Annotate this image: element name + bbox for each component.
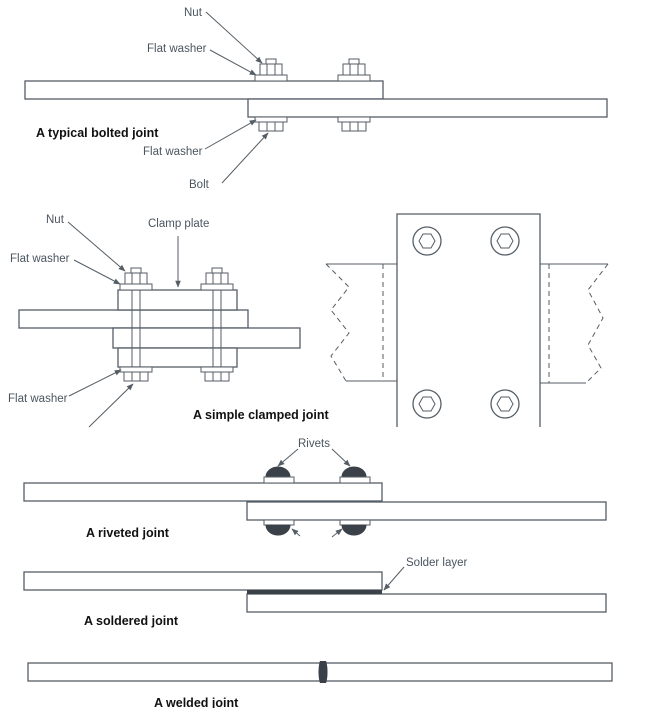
left-bar [18, 309, 249, 329]
solder-layer [247, 590, 382, 594]
riveted-joint-caption: A riveted joint [86, 526, 170, 540]
clamp-bolt-right [200, 267, 234, 382]
flat-washer-top-arrow [209, 49, 257, 76]
rivet-lower-plate [246, 501, 607, 521]
welded-joint: A welded joint [27, 661, 613, 708]
lower-plate [247, 98, 608, 118]
riveted-joint: Rivets A riveted joint [23, 438, 607, 540]
flat-washer-top-label: Flat washer [147, 43, 207, 55]
clamp-plate-plan [396, 213, 541, 427]
soldered-joint-caption: A soldered joint [84, 614, 179, 628]
hex-bolt-head-1 [412, 226, 442, 256]
clamp-nut-arrow [67, 221, 126, 272]
welded-joint-caption: A welded joint [154, 696, 239, 708]
clamp-bolt-shanks [131, 290, 222, 367]
bolted-joint-caption: A typical bolted joint [36, 126, 159, 140]
clamped-joint-plan [325, 213, 609, 427]
bolt-arrow [221, 132, 269, 184]
rivet-upper-plate [23, 482, 383, 502]
clamp-flat-washer-top-arrow [73, 259, 121, 285]
soldered-joint: Solder layer A soldered joint [23, 557, 607, 628]
nut-label: Nut [184, 7, 203, 19]
rivets-label: Rivets [298, 438, 330, 450]
right-bar [112, 327, 301, 349]
solder-upper-plate [23, 571, 383, 591]
clamp-flat-washer-top-label: Flat washer [10, 253, 70, 265]
bolt-label: Bolt [189, 179, 210, 191]
solder-layer-arrow [383, 566, 405, 591]
clamp-plate-label: Clamp plate [148, 218, 209, 230]
flat-washer-bottom [254, 116, 288, 123]
right-bar-plan [540, 263, 608, 384]
rivets-arrow-bottom-right [331, 528, 343, 538]
bolt-head [258, 121, 284, 132]
clamped-joint-caption: A simple clamped joint [193, 408, 330, 422]
rivets-arrow-left [277, 448, 299, 467]
bolt-assembly-right [337, 58, 371, 132]
clamp-bolt-left [119, 267, 153, 382]
hex-bolt-head-4 [490, 389, 520, 419]
nut-top [259, 63, 283, 76]
upper-plate [24, 80, 384, 100]
left-break-line [325, 263, 350, 382]
flat-washer-bottom-arrow [204, 119, 257, 150]
bolted-joint: Nut Flat washer Flat washer Bolt A typic… [24, 7, 608, 191]
clamp-plate-top [117, 289, 238, 311]
bolt-assembly-left [254, 58, 288, 132]
clamp-flat-washer-bottom-arrow [68, 369, 122, 397]
right-break-line [585, 263, 609, 384]
clamp-flat-washer-bottom-label: Flat washer [8, 393, 68, 405]
solder-layer-label: Solder layer [406, 557, 468, 569]
rivet-right [339, 466, 371, 536]
clamp-plate-bottom [117, 347, 238, 368]
flat-washer-top [254, 74, 288, 82]
flat-washer-bottom-label: Flat washer [143, 146, 203, 158]
rivet-left [263, 466, 295, 536]
bolt-tip [265, 58, 277, 65]
nut-arrow [205, 11, 263, 64]
weld-bead [318, 661, 328, 683]
clamped-joint-side: Nut Clamp plate Flat washer Flat washer … [8, 214, 330, 428]
hex-bolt-head-3 [412, 389, 442, 419]
clamp-nut-label: Nut [46, 214, 65, 226]
hex-bolt-head-2 [490, 226, 520, 256]
left-bar-plan [326, 263, 397, 382]
rivets-arrow-right [331, 448, 351, 467]
solder-lower-plate [246, 593, 607, 613]
clamp-bolt-arrow [88, 383, 134, 428]
rivets-arrow-bottom-left [291, 528, 301, 537]
